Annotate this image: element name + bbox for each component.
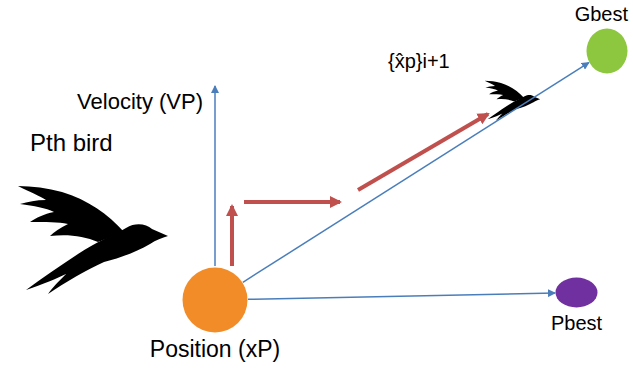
node-label: Position (xP) [150, 337, 280, 362]
move-arrow [230, 206, 234, 266]
node-shape [182, 267, 248, 333]
bird-silhouette [485, 81, 540, 121]
move-arrow [358, 114, 488, 190]
pbest-ellipse: Pbest [555, 277, 598, 308]
velocity-arrow [214, 86, 216, 266]
gbest-ellipse: Gbest [586, 28, 628, 74]
position-circle: Position (xP) [182, 267, 248, 333]
node-label: Pbest [551, 312, 602, 334]
next-position-label: {x̂p}i+1 [386, 50, 452, 72]
bird-silhouette [18, 186, 168, 294]
move-arrow [244, 200, 340, 204]
node-label: Gbest [575, 3, 628, 25]
connector-arrow [243, 63, 589, 283]
bird-label: Pth bird [28, 130, 115, 156]
velocity-label: Velocity (VP) [75, 90, 205, 114]
node-shape [555, 277, 598, 308]
node-shape [586, 28, 628, 74]
connector-arrow [248, 293, 555, 299]
